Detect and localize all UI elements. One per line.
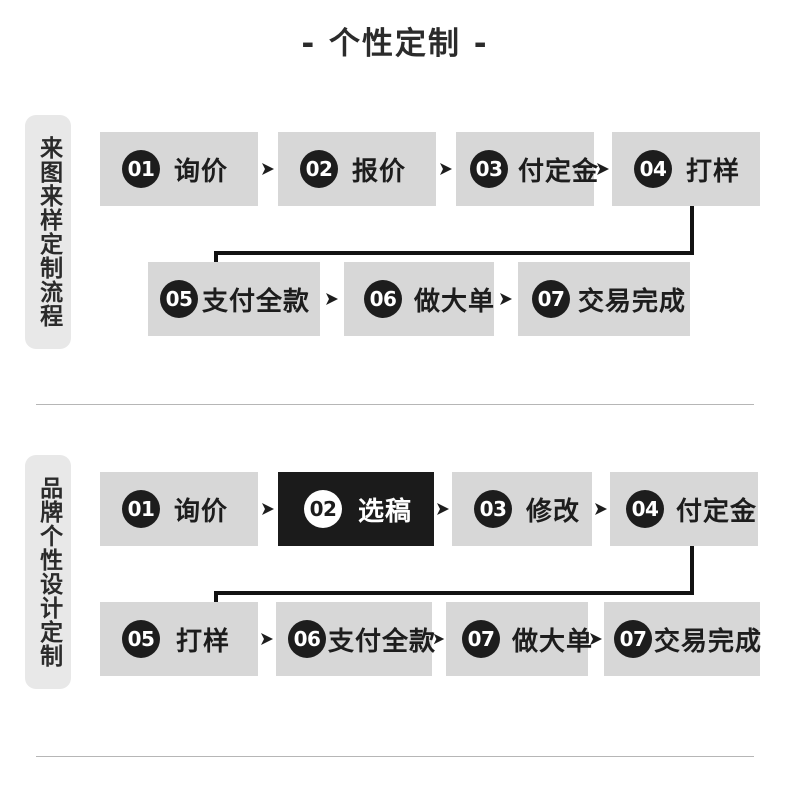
step-number-badge: 07 <box>462 620 500 658</box>
chevron-right-icon <box>258 631 276 647</box>
flow-step-03-修改[interactable]: 03 修改 <box>452 472 592 546</box>
page-title: - 个性定制 - <box>301 26 489 62</box>
section-divider-1 <box>36 404 754 405</box>
step-label: 交易完成 <box>578 286 687 317</box>
chevron-right-icon <box>434 501 452 517</box>
step-label: 打样 <box>686 156 741 187</box>
step-label: 支付全款 <box>202 286 311 317</box>
chevron-right-icon <box>432 631 446 647</box>
step-number-badge: 01 <box>122 150 160 188</box>
chevron-right-icon <box>494 291 518 307</box>
step-label: 付定金 <box>518 156 600 187</box>
step-number-badge: 05 <box>160 280 198 318</box>
section-divider-2 <box>36 756 754 757</box>
step-number-badge: 05 <box>122 620 160 658</box>
chevron-right-icon <box>436 161 456 177</box>
step-label: 询价 <box>174 156 229 187</box>
chevron-right-icon <box>258 161 278 177</box>
flow-step-05-打样[interactable]: 05 打样 <box>100 602 258 676</box>
sidebar-label-flow-1-text: 来图来样定制流程 <box>35 136 62 328</box>
step-number-badge: 03 <box>470 150 508 188</box>
flow-2-row-1: 01 询价 02 选稿 03 修改 04 付定金 <box>100 472 758 546</box>
step-number-badge: 04 <box>626 490 664 528</box>
step-number-badge: 07 <box>614 620 652 658</box>
step-number-badge: 04 <box>634 150 672 188</box>
step-label: 选稿 <box>358 496 413 527</box>
sidebar-label-flow-2: 品牌个性设计定制 <box>25 455 71 689</box>
flow-step-04-付定金[interactable]: 04 付定金 <box>610 472 758 546</box>
step-label: 支付全款 <box>328 626 437 657</box>
flow-step-04-打样[interactable]: 04 打样 <box>612 132 760 206</box>
step-number-badge: 06 <box>364 280 402 318</box>
sidebar-label-flow-2-text: 品牌个性设计定制 <box>35 476 62 668</box>
flow-step-06-做大单[interactable]: 06 做大单 <box>344 262 494 336</box>
step-label: 打样 <box>176 626 231 657</box>
step-number-badge: 01 <box>122 490 160 528</box>
step-number-badge: 03 <box>474 490 512 528</box>
chevron-right-icon <box>594 161 612 177</box>
flow-1-row-1: 01 询价 02 报价 03 付定金 04 打样 <box>100 132 760 206</box>
step-number-badge: 06 <box>288 620 326 658</box>
flow-step-03-付定金[interactable]: 03 付定金 <box>456 132 598 206</box>
flow-step-02-选稿[interactable]: 02 选稿 <box>278 472 434 546</box>
chevron-right-icon <box>320 291 344 307</box>
step-label: 付定金 <box>676 496 758 527</box>
chevron-right-icon <box>258 501 278 517</box>
step-number-badge: 02 <box>300 150 338 188</box>
step-label: 报价 <box>352 156 407 187</box>
sidebar-label-flow-1: 来图来样定制流程 <box>25 115 71 349</box>
flow-step-07-做大单[interactable]: 07 做大单 <box>446 602 592 676</box>
step-number-badge: 07 <box>532 280 570 318</box>
step-label: 做大单 <box>512 626 594 657</box>
flow-step-01-询价[interactable]: 01 询价 <box>100 472 258 546</box>
step-number-badge: 02 <box>304 490 342 528</box>
step-label: 询价 <box>174 496 229 527</box>
flow-step-01-询价[interactable]: 01 询价 <box>100 132 258 206</box>
flow-step-02-报价[interactable]: 02 报价 <box>278 132 436 206</box>
step-label: 修改 <box>526 496 581 527</box>
flow-step-07-交易完成[interactable]: 07 交易完成 <box>518 262 690 336</box>
chevron-right-icon <box>592 501 610 517</box>
chevron-right-icon <box>588 631 604 647</box>
step-label: 交易完成 <box>654 626 763 657</box>
step-label: 做大单 <box>414 286 496 317</box>
